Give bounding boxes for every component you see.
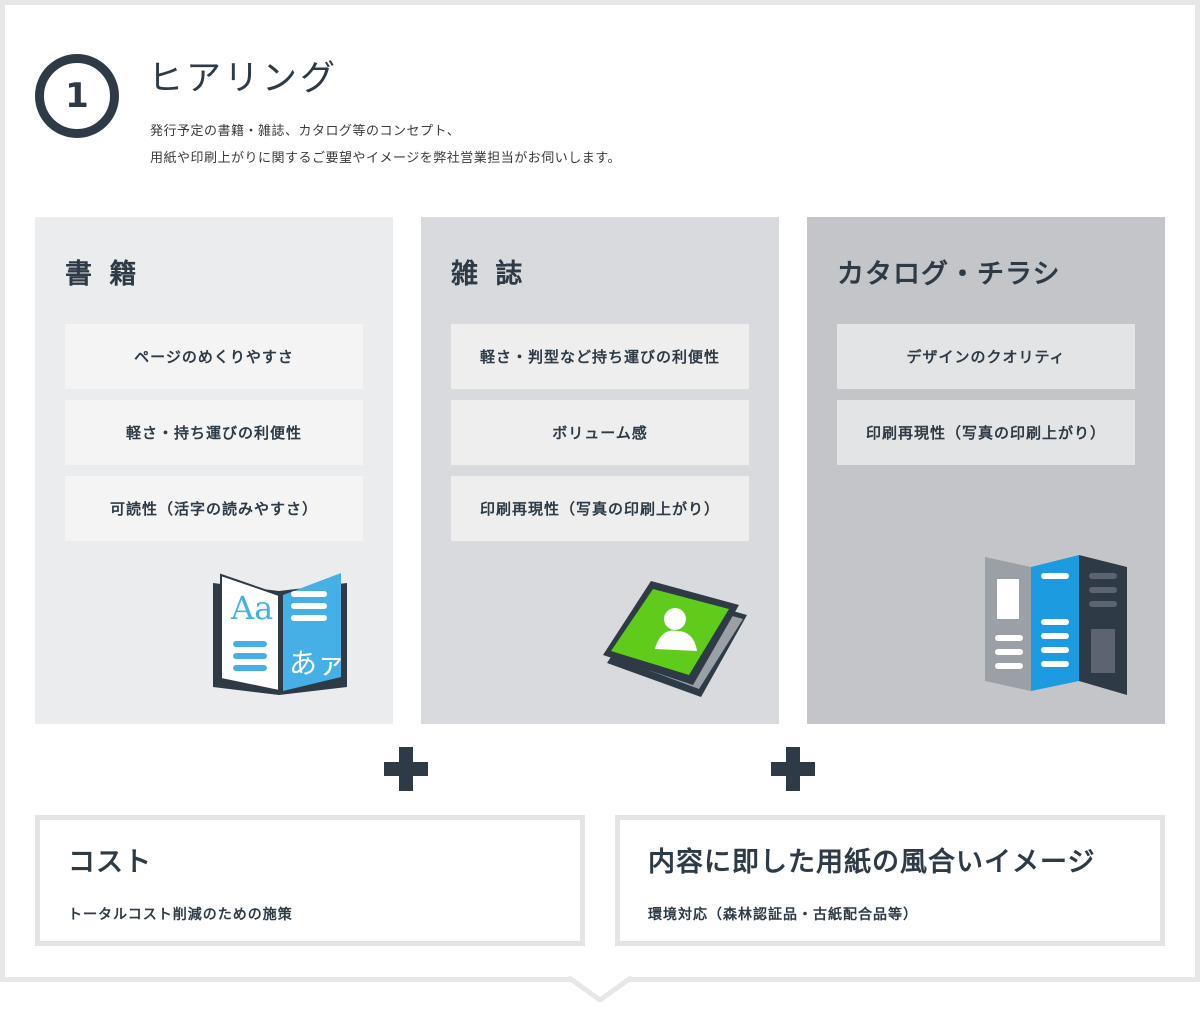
card-books: 書 籍 ページのめくりやすさ 軽さ・持ち運びの利便性 可読性（活字の読みやすさ）… <box>35 217 393 724</box>
card-title: 書 籍 <box>65 259 141 290</box>
box-subtitle: 環境対応（森林認証品・古紙配合品等） <box>648 907 918 923</box>
folded-catalog-icon <box>985 555 1127 695</box>
description-line-2: 用紙や印刷上がりに関するご要望やイメージを弊社営業担当がお伺いします。 <box>150 151 621 166</box>
step-number-badge: 1 <box>35 54 119 138</box>
card-item: ボリューム感 <box>451 400 749 465</box>
card-item: 可読性（活字の読みやすさ） <box>65 476 363 541</box>
card-item: 印刷再現性（写真の印刷上がり） <box>837 400 1135 465</box>
card-item: デザインのクオリティ <box>837 324 1135 389</box>
box-title: 内容に即した用紙の風合いイメージ <box>648 847 1096 878</box>
description-line-1: 発行予定の書籍・雑誌、カタログ等のコンセプト、 <box>150 124 461 139</box>
card-item: 軽さ・持ち運びの利便性 <box>65 400 363 465</box>
plus-icon <box>771 747 815 791</box>
box-subtitle: トータルコスト削減のための施策 <box>68 907 293 923</box>
book-text-kana: あァ <box>289 647 345 680</box>
book-text-latin: Aa <box>230 589 273 627</box>
card-item: ページのめくりやすさ <box>65 324 363 389</box>
page-title: ヒアリング <box>148 59 339 99</box>
cost-box: コスト トータルコスト削減のための施策 <box>35 815 585 946</box>
page-description: 発行予定の書籍・雑誌、カタログ等のコンセプト、 用紙や印刷上がりに関するご要望や… <box>150 118 621 172</box>
down-pointer-notch <box>568 976 632 1002</box>
magazine-icon <box>603 581 747 697</box>
book-icon: Aa あァ <box>213 573 347 695</box>
card-title: カタログ・チラシ <box>837 259 1061 290</box>
plus-icon <box>384 747 428 791</box>
card-item: 軽さ・判型など持ち運びの利便性 <box>451 324 749 389</box>
card-title: 雑 誌 <box>451 259 527 290</box>
paper-texture-box: 内容に即した用紙の風合いイメージ 環境対応（森林認証品・古紙配合品等） <box>615 815 1165 946</box>
box-title: コスト <box>68 847 152 878</box>
card-catalogs: カタログ・チラシ デザインのクオリティ 印刷再現性（写真の印刷上がり） <box>807 217 1165 724</box>
card-magazines: 雑 誌 軽さ・判型など持ち運びの利便性 ボリューム感 印刷再現性（写真の印刷上が… <box>421 217 779 724</box>
card-item: 印刷再現性（写真の印刷上がり） <box>451 476 749 541</box>
